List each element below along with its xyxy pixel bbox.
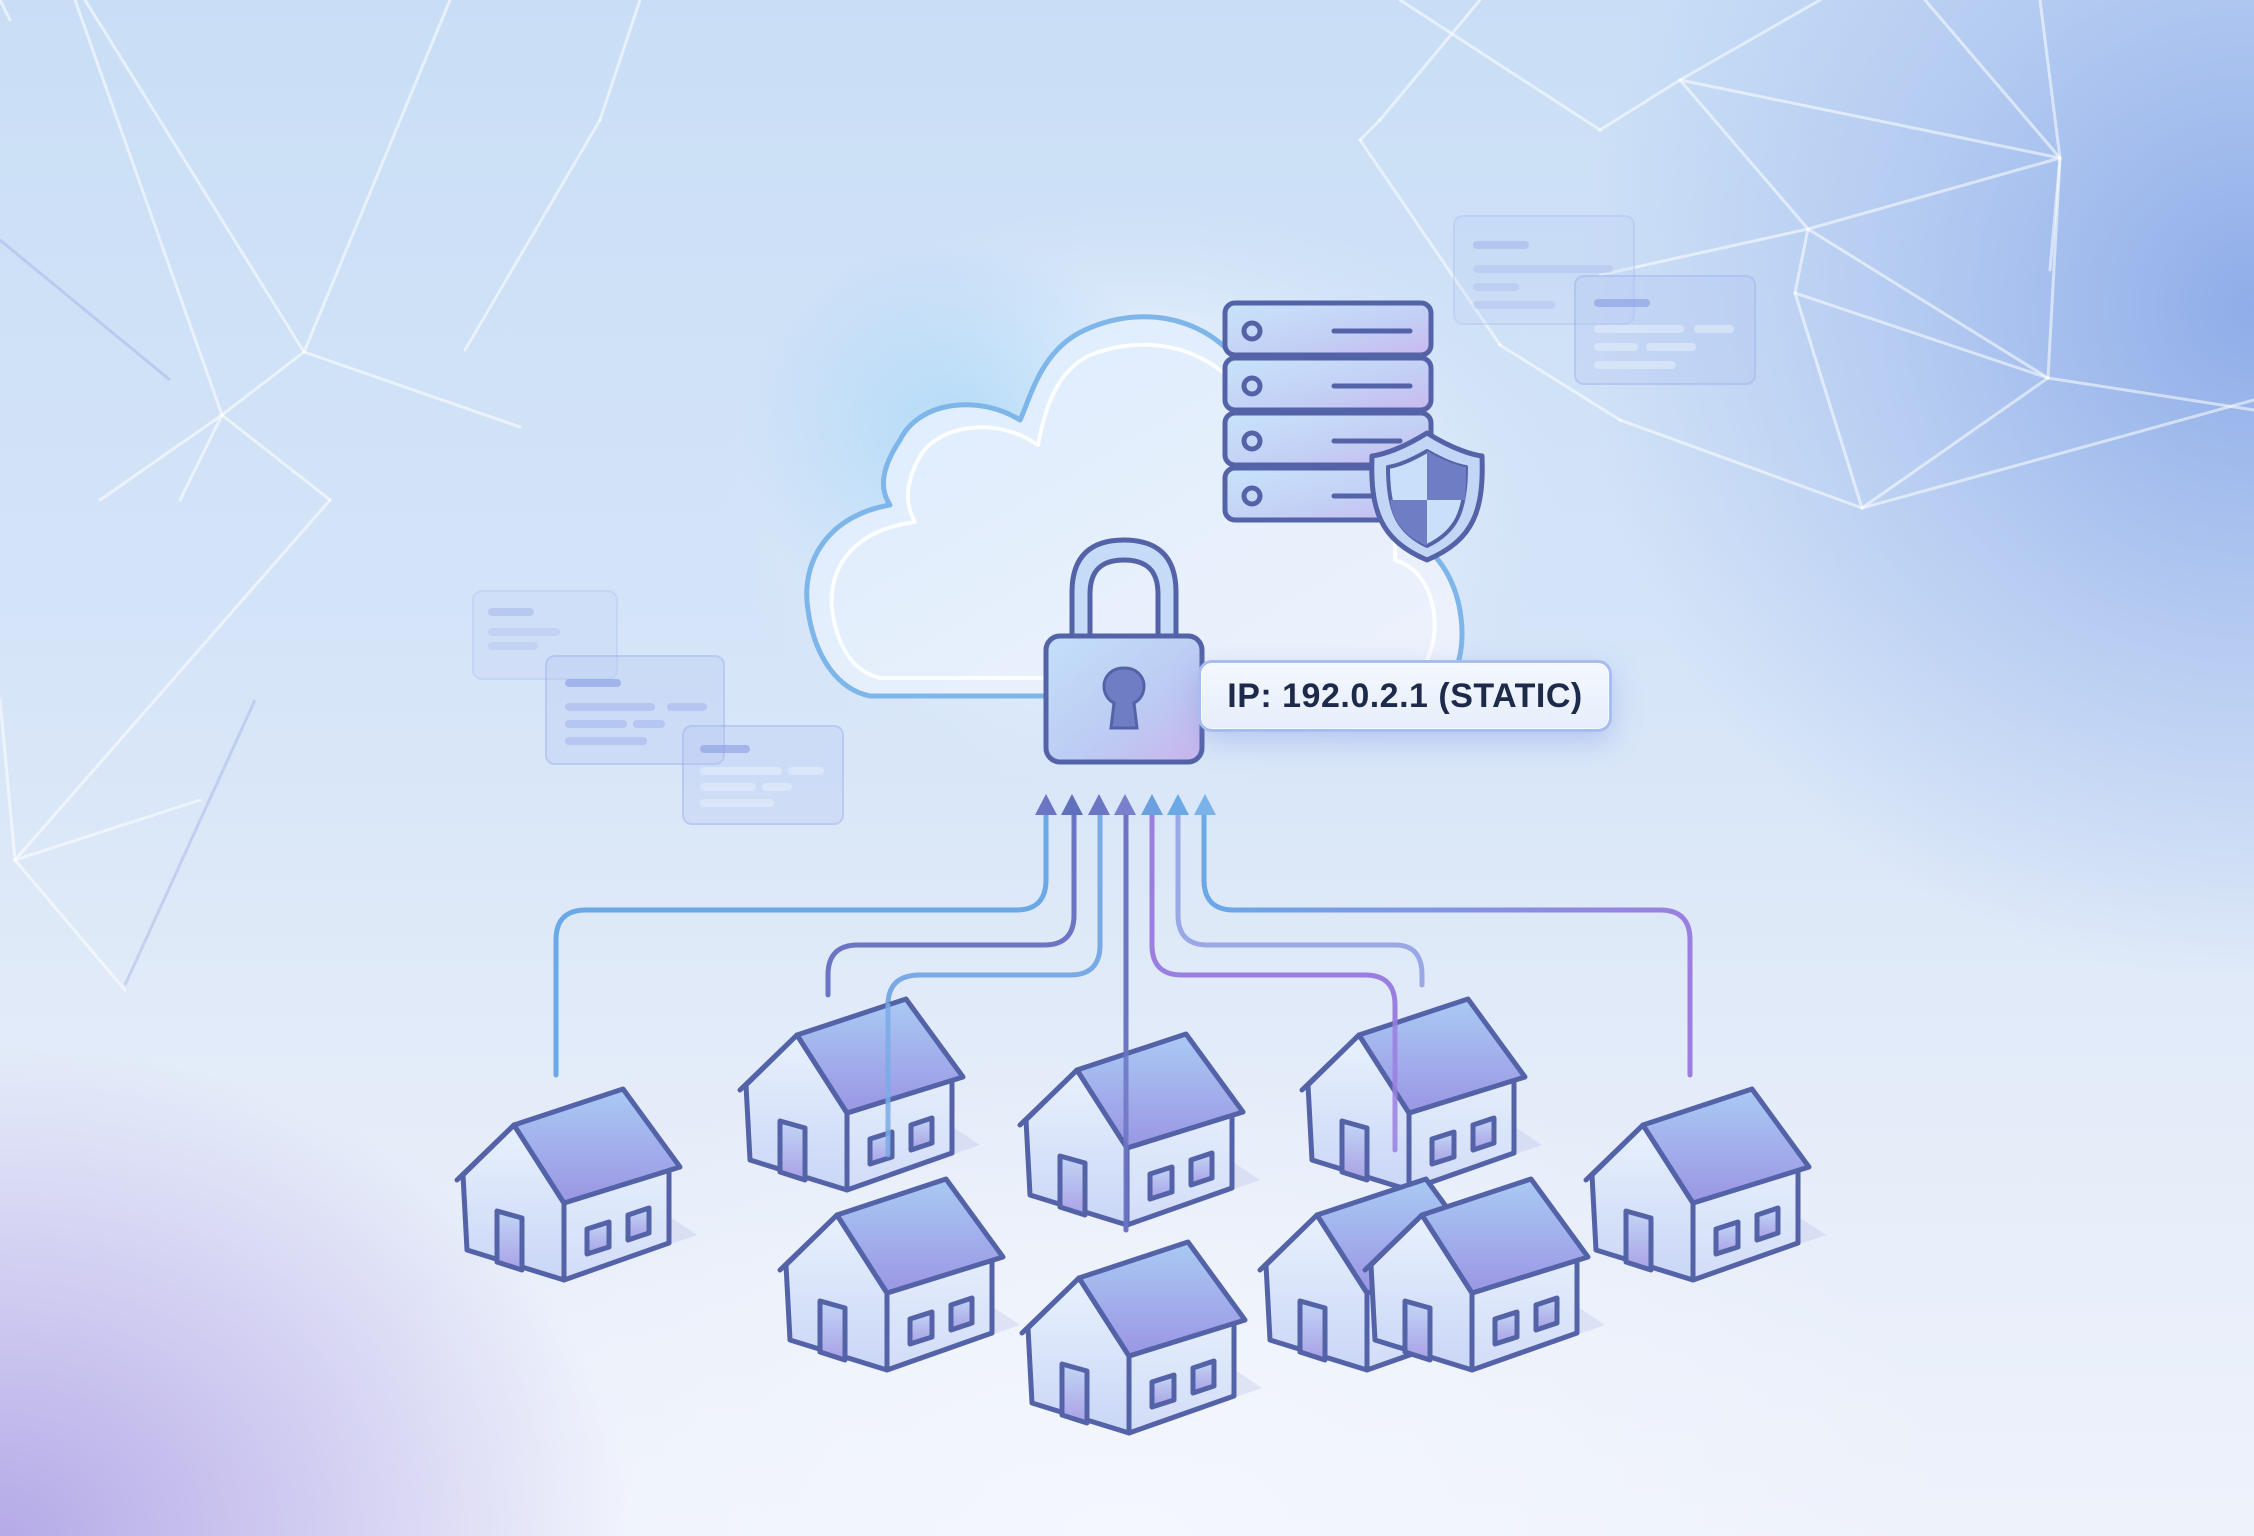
ghost-card-3	[682, 725, 844, 825]
upload-arrow-icon	[1035, 794, 1216, 815]
house-icon	[780, 1179, 1020, 1370]
shield-icon	[1369, 430, 1485, 563]
house-icon	[1302, 999, 1542, 1190]
ghost-card-4	[1453, 215, 1635, 325]
house-icon	[457, 1089, 697, 1280]
ghost-card-5	[1574, 275, 1756, 385]
house-icon	[1586, 1089, 1826, 1280]
ghost-card-2	[545, 655, 725, 765]
ghost-card-1	[472, 590, 618, 680]
ip-address-badge: IP: 192.0.2.1 (STATIC)	[1198, 660, 1612, 732]
padlock-icon	[1043, 537, 1205, 765]
house-icon	[740, 999, 980, 1190]
house-icon	[1022, 1242, 1262, 1433]
house-icon	[1020, 1034, 1260, 1225]
ip-address-label: IP: 192.0.2.1 (STATIC)	[1227, 676, 1583, 715]
